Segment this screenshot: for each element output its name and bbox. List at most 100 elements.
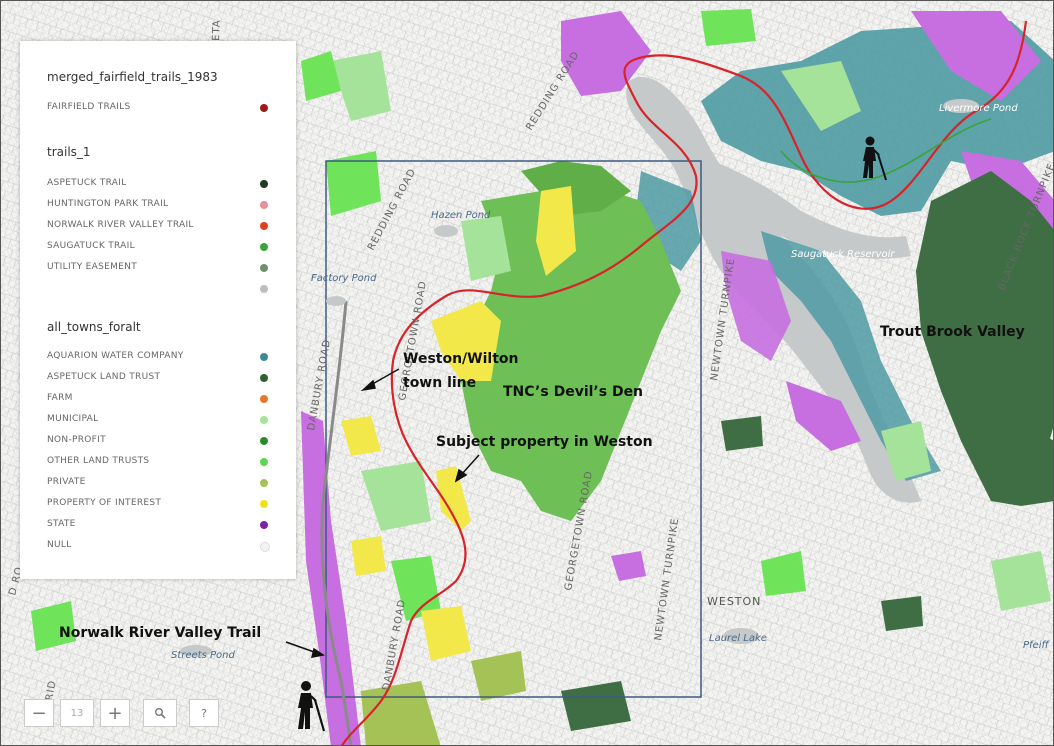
label-hazen-pond: Hazen Pond — [431, 210, 491, 221]
legend-swatch — [260, 458, 268, 466]
legend-item: SAUGATUCK TRAIL — [47, 240, 268, 254]
other-trust-5 — [31, 601, 76, 651]
annotation-town-line: town line — [403, 375, 476, 391]
arrow-norwalk — [285, 641, 325, 658]
road-fragment-left: RID — [44, 679, 58, 701]
legend-panel: merged_fairfield_trails_1983 FAIRFIELD T… — [20, 41, 296, 579]
legend-item: HUNTINGTON PARK TRAIL — [47, 198, 268, 212]
legend-item-label: STATE — [47, 519, 76, 529]
legend-item: NULL — [47, 539, 270, 553]
legend-item: ASPETUCK LAND TRUST — [47, 371, 268, 385]
legend-item-label: FARM — [47, 393, 73, 403]
label-saugatuck-reservoir: Saugatuck Reservoir — [791, 249, 895, 260]
label-streets-pond: Streets Pond — [171, 650, 235, 661]
legend-item: FARM — [47, 392, 268, 406]
legend-item: FAIRFIELD TRAILS — [47, 101, 268, 115]
legend-item-label: PRIVATE — [47, 477, 86, 487]
property-interest-south — [421, 606, 471, 661]
search-button[interactable] — [143, 699, 177, 727]
legend-item — [47, 282, 268, 296]
zoom-level-display: 13 — [60, 699, 94, 727]
hiker-icon — [298, 681, 326, 732]
hiker-icon — [863, 136, 887, 181]
search-icon — [155, 708, 166, 719]
municipal-land-4 — [881, 421, 931, 481]
arrow-subject — [454, 454, 480, 483]
legend-item-label: PROPERTY OF INTEREST — [47, 498, 162, 508]
legend-swatch — [260, 180, 268, 188]
road-fragment-top: ETA — [211, 19, 223, 41]
saugatuck-trail-line — [780, 118, 992, 183]
state-land-reservoir — [721, 251, 791, 361]
legend-item-label: UTILITY EASEMENT — [47, 262, 137, 272]
devils-den-land-north — [521, 161, 631, 216]
state-land-south — [611, 551, 646, 581]
legend-item: ASPETUCK TRAIL — [47, 177, 268, 191]
legend-item-label: AQUARION WATER COMPANY — [47, 351, 184, 361]
legend-item: NON-PROFIT — [47, 434, 268, 448]
legend-item: MUNICIPAL — [47, 413, 268, 427]
annotation-trout-brook: Trout Brook Valley — [880, 324, 1025, 340]
legend-item-label: NORWALK RIVER VALLEY TRAIL — [47, 220, 194, 230]
arrow-town-line — [360, 368, 400, 392]
hazen-pond-water — [434, 225, 458, 237]
legend-swatch — [260, 243, 268, 251]
legend-swatch — [260, 285, 268, 293]
legend-item: STATE — [47, 518, 268, 532]
aspetuck-small-3 — [881, 596, 923, 631]
property-interest-north — [536, 186, 576, 276]
laurel-lake-water — [723, 628, 759, 644]
private-land-2 — [471, 651, 526, 701]
legend-item: PROPERTY OF INTEREST — [47, 497, 268, 511]
annotation-devils-den: TNC’s Devil’s Den — [503, 384, 643, 400]
legend-swatch — [260, 521, 268, 529]
legend-item: AQUARION WATER COMPANY — [47, 350, 268, 364]
legend-item-label: MUNICIPAL — [47, 414, 99, 424]
legend-swatch — [260, 500, 268, 508]
legend-swatch — [260, 104, 268, 112]
legend-item: OTHER LAND TRUSTS — [47, 455, 268, 469]
zoom-out-button[interactable]: − — [24, 699, 54, 727]
zoom-in-button[interactable]: + — [100, 699, 130, 727]
legend-item-label: ASPETUCK TRAIL — [47, 178, 127, 188]
aspetuck-small-1 — [721, 416, 763, 451]
trout-brook-valley-land — [916, 171, 1053, 501]
label-pfeiff: Pfeiff — [1023, 640, 1050, 651]
legend-item: UTILITY EASEMENT — [47, 261, 268, 275]
other-trust-4 — [701, 9, 756, 46]
norwalk-river-valley-trail[interactable] — [341, 20, 1028, 746]
state-land-corridor — [301, 411, 361, 745]
factory-pond-water — [326, 296, 346, 306]
legend-item-label: ASPETUCK LAND TRUST — [47, 372, 161, 382]
label-weston: WESTON — [707, 595, 761, 608]
legend-swatch — [260, 437, 268, 445]
other-trust-2 — [391, 556, 441, 621]
utility-easement-line — [320, 300, 353, 745]
state-land-mid — [786, 381, 861, 451]
legend-group-title: all_towns_foralt — [47, 320, 141, 334]
legend-item-label: NULL — [47, 540, 72, 550]
legend-swatch — [260, 201, 268, 209]
legend-swatch — [260, 353, 268, 361]
streets-pond-water — [180, 645, 212, 657]
legend-item-label: SAUGATUCK TRAIL — [47, 241, 135, 251]
legend-item-label: FAIRFIELD TRAILS — [47, 102, 131, 112]
aspetuck-small-2 — [561, 681, 631, 731]
livermore-pond-water — [943, 99, 979, 113]
other-trust-3 — [301, 51, 341, 101]
reservoir-east-arm — [681, 151, 911, 259]
help-button[interactable]: ? — [189, 699, 219, 727]
property-interest-central — [431, 301, 501, 381]
legend-item: PRIVATE — [47, 476, 268, 490]
legend-item-label: NON-PROFIT — [47, 435, 106, 445]
municipal-land-2 — [781, 61, 861, 131]
legend-swatch — [260, 542, 270, 552]
legend-swatch — [260, 374, 268, 382]
legend-item: NORWALK RIVER VALLEY TRAIL — [47, 219, 268, 233]
aquarion-land-south — [761, 231, 941, 481]
devils-den-land — [461, 181, 681, 521]
state-land-north — [561, 11, 651, 96]
label-livermore-pond: Livermore Pond — [939, 103, 1018, 114]
legend-swatch — [260, 416, 268, 424]
